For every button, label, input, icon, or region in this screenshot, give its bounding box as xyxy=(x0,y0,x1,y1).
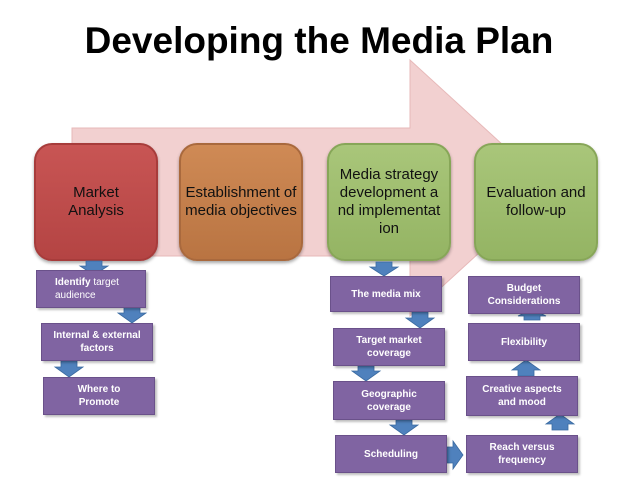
down-arrow-icon xyxy=(53,360,85,378)
step-reach-versus-frequency: Reach versus frequency xyxy=(466,435,578,473)
step-flexibility: Flexibility xyxy=(468,323,580,361)
right-arrow-icon xyxy=(446,439,464,471)
down-arrow-icon xyxy=(350,365,382,382)
step-creative-aspects-mood: Creative aspects and mood xyxy=(466,376,578,416)
step-identify-target-audience: Identify target audience xyxy=(36,270,146,308)
step-label: Budget Considerations xyxy=(487,283,561,307)
stage-media-strategy: Media strategy development and implement… xyxy=(327,143,451,261)
step-label: Internal & external factors xyxy=(53,330,141,354)
down-arrow-icon xyxy=(368,261,400,277)
down-arrow-icon xyxy=(388,419,420,436)
step-media-mix: The media mix xyxy=(330,276,442,312)
step-where-to-promote: Where to Promote xyxy=(43,377,155,415)
step-label: Creative aspects and mood xyxy=(482,384,562,408)
stage-market-analysis: Market Analysis xyxy=(34,143,158,261)
step-label: Geographic coverage xyxy=(361,388,417,413)
step-internal-external-factors: Internal & external factors xyxy=(41,323,153,361)
down-arrow-icon xyxy=(116,306,148,324)
step-label: Flexibility xyxy=(500,336,548,348)
step-label: The media mix xyxy=(351,288,421,300)
step-label: Target market coverage xyxy=(356,335,422,359)
page-title: Developing the Media Plan xyxy=(84,20,554,61)
stage-label: Evaluation and follow-up xyxy=(486,184,586,219)
step-label: Identify target audience xyxy=(55,277,119,301)
up-arrow-icon xyxy=(510,359,542,377)
step-scheduling: Scheduling xyxy=(335,435,447,473)
stage-label: Media strategy development and implement… xyxy=(337,166,441,237)
stage-evaluation: Evaluation and follow-up xyxy=(474,143,598,261)
stage-label: Market Analysis xyxy=(68,184,124,219)
up-arrow-icon xyxy=(544,413,576,431)
step-label: Reach versus frequency xyxy=(489,442,555,466)
stage-label: Establishment of media objectives xyxy=(185,184,297,219)
step-target-market-coverage: Target market coverage xyxy=(333,328,445,366)
step-budget-considerations: Budget Considerations xyxy=(468,276,580,314)
step-geographic-coverage: Geographic coverage xyxy=(333,381,445,420)
down-arrow-icon xyxy=(404,311,436,329)
step-label: Scheduling xyxy=(364,448,418,460)
step-label: Where to Promote xyxy=(77,384,121,408)
stage-media-objectives: Establishment of media objectives xyxy=(179,143,303,261)
